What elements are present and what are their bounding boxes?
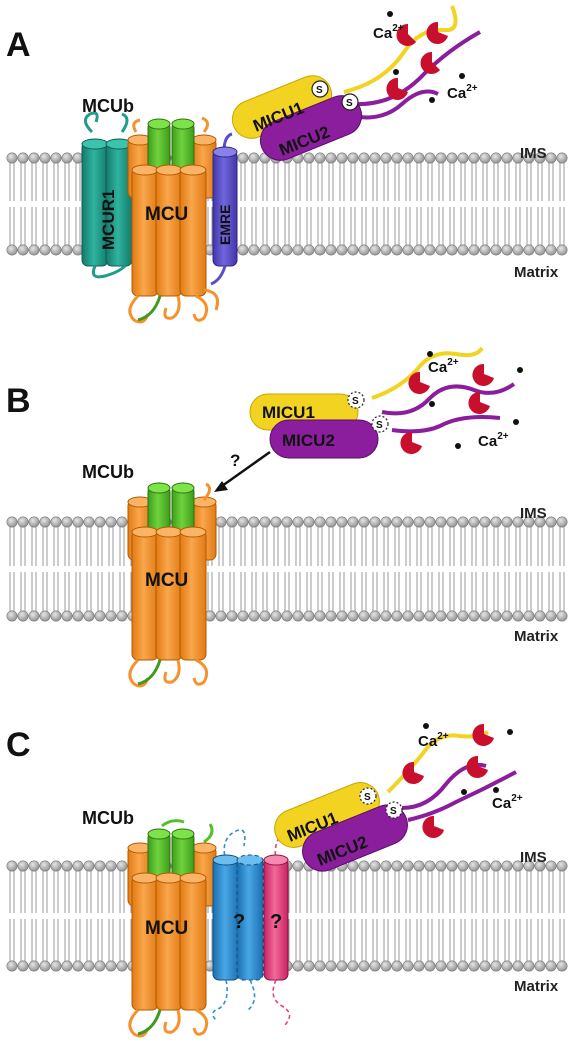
micu-dimer-a: MICU1 MICU2 S S [231, 5, 481, 161]
panel-a: A IMS Matrix MCUR1 MCUb [6, 5, 559, 324]
unknown-protein-blue: ? [212, 829, 264, 1021]
disulfide-label-c1: S [364, 792, 371, 803]
calcium-ion-b1: Ca2+ [428, 357, 459, 376]
question-mark-b: ? [230, 451, 240, 470]
ims-label-b: IMS [520, 505, 547, 522]
matrix-label-b: Matrix [514, 628, 559, 645]
mcu-label-b: MCU [145, 570, 188, 591]
ca-binding-sites-a [386, 11, 465, 103]
unknown-label-1: ? [233, 911, 245, 933]
ca-binding-sites-b [400, 351, 523, 454]
micu-dimer-b: MICU1 MICU2 S S [249, 346, 516, 459]
calcium-ion-a2: Ca2+ [447, 83, 478, 102]
micu2-label-b: MICU2 [282, 431, 335, 450]
micu1-label-b: MICU1 [262, 403, 315, 422]
mcur1-protein: MCUR1 [81, 111, 133, 279]
calcium-ion-c2: Ca2+ [492, 793, 523, 812]
emre-protein: EMRE [210, 132, 238, 286]
panel-c: C IMS Matrix MCUb MCU [6, 723, 559, 1038]
unknown-protein-pink: ? [263, 827, 291, 1027]
calcium-ion-b2: Ca2+ [478, 431, 509, 450]
panel-letter-c: C [6, 726, 31, 764]
mcu-label-c: MCU [145, 918, 188, 939]
panel-b: B IMS Matrix MCUb MCU [6, 346, 559, 688]
matrix-label-c: Matrix [514, 978, 559, 995]
mcub-label-c: MCUb [82, 808, 134, 828]
ims-label-c: IMS [520, 849, 547, 866]
mcu-complex-a: MCUb MCU [82, 96, 219, 324]
interaction-arrow-b [214, 450, 271, 492]
mcub-label-b: MCUb [82, 462, 134, 482]
mcu-complex-b: MCUb MCU [82, 462, 217, 688]
mcu-label-a: MCU [145, 204, 188, 225]
disulfide-label-c2: S [390, 806, 397, 817]
calcium-ion-a1: Ca2+ [373, 23, 404, 42]
micu-dimer-c: MICU1 MICU2 S S [274, 730, 517, 872]
calcium-ion-c1: Ca2+ [418, 731, 449, 750]
membranes [6, 152, 568, 972]
disulfide-label-a1: S [316, 85, 323, 96]
lipid-bilayer [6, 516, 568, 622]
ims-label-a: IMS [520, 145, 547, 162]
ca-binding-sites-c [402, 723, 513, 838]
mcu-complex-c: MCUb MCU [82, 808, 217, 1038]
unknown-label-2: ? [270, 911, 282, 933]
mcur1-label: MCUR1 [99, 190, 118, 250]
emre-label: EMRE [217, 205, 233, 245]
panel-letter-a: A [6, 26, 31, 64]
matrix-label-a: Matrix [514, 264, 559, 281]
mcub-label-a: MCUb [82, 96, 134, 116]
disulfide-label-b2: S [376, 420, 383, 431]
disulfide-label-a2: S [346, 98, 353, 109]
panel-letter-b: B [6, 382, 31, 420]
disulfide-label-b1: S [352, 396, 359, 407]
